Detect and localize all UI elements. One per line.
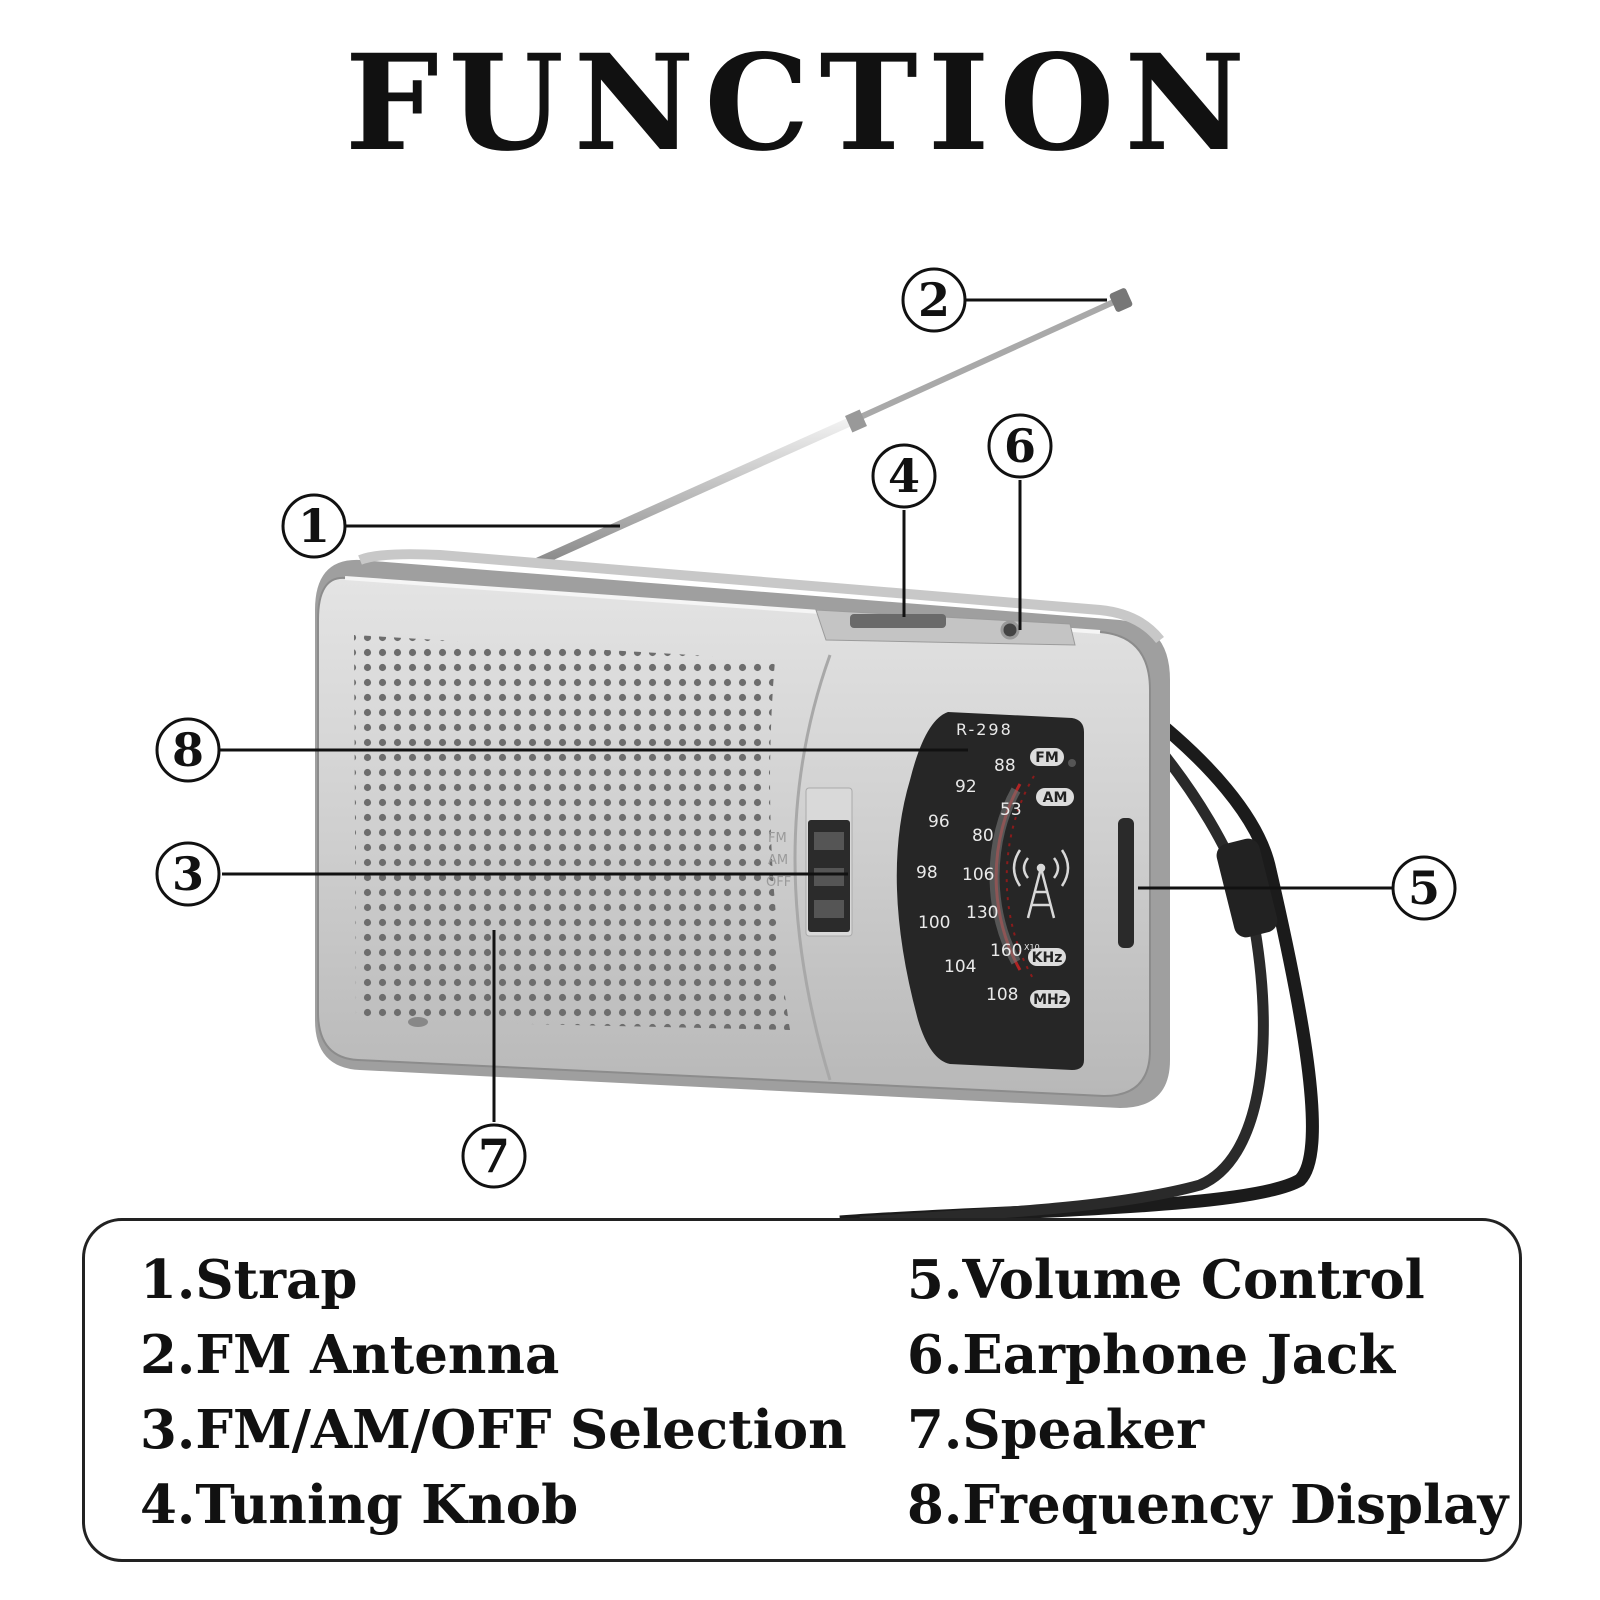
fm-scale-label: 108 (986, 985, 1018, 1005)
band-badge-label: MHz (1033, 992, 1067, 1008)
switch-label-am: AM (768, 853, 788, 868)
fm-scale-label: 104 (944, 957, 976, 977)
callout-number: 4 (888, 449, 920, 503)
fm-scale-label: 92 (955, 777, 977, 797)
legend-box: 1.Strap 2.FM Antenna 3.FM/AM/OFF Selecti… (82, 1218, 1522, 1562)
band-badge-label: FM (1035, 750, 1059, 766)
callout-badge-7: 7 (463, 1125, 525, 1187)
callout-badge-5: 5 (1393, 857, 1455, 919)
fm-scale-label: 98 (916, 863, 938, 883)
band-selector-switch[interactable] (806, 788, 852, 936)
fm-scale-label: 100 (918, 913, 950, 933)
band-badge-label: KHz (1032, 950, 1063, 966)
callout-badge-3: 3 (157, 843, 219, 905)
am-scale-label: 53 (1000, 800, 1022, 820)
callout-number: 5 (1408, 861, 1440, 915)
switch-label-off: OFF (766, 875, 791, 890)
legend-column-left: 1.Strap 2.FM Antenna 3.FM/AM/OFF Selecti… (140, 1243, 847, 1543)
fm-scale-label: 96 (928, 812, 950, 832)
legend-item-speaker: 7.Speaker (907, 1393, 1508, 1468)
speaker-grille (354, 635, 790, 1030)
legend-item-frequency-display: 8.Frequency Display (907, 1468, 1508, 1543)
am-scale-label: 130 (966, 903, 998, 923)
earphone-jack[interactable] (1002, 622, 1018, 638)
callout-number: 8 (172, 723, 204, 777)
tuning-knob[interactable] (850, 614, 946, 628)
band-badge-label: AM (1043, 790, 1068, 806)
callout-number: 2 (918, 273, 950, 327)
callout-badge-4: 4 (873, 445, 935, 507)
callout-badge-6: 6 (989, 415, 1051, 477)
legend-item-tuning-knob: 4.Tuning Knob (140, 1468, 847, 1543)
legend-column-right: 5.Volume Control 6.Earphone Jack 7.Speak… (907, 1243, 1508, 1543)
callout-badge-8: 8 (157, 719, 219, 781)
callout-number: 7 (478, 1129, 510, 1183)
model-label: R-298 (956, 720, 1013, 739)
fm-scale-label: 88 (994, 756, 1016, 776)
legend-item-strap: 1.Strap (140, 1243, 847, 1318)
volume-wheel[interactable] (1118, 818, 1134, 948)
am-scale-label: 80 (972, 826, 994, 846)
callout-badge-1: 1 (283, 495, 345, 557)
callout-number: 6 (1004, 419, 1036, 473)
am-scale-label: 160 (990, 941, 1022, 961)
legend-item-fm-antenna: 2.FM Antenna (140, 1318, 847, 1393)
callout-number: 3 (172, 847, 204, 901)
switch-label-fm: FM (768, 831, 787, 846)
legend-item-volume-control: 5.Volume Control (907, 1243, 1508, 1318)
callout-number: 1 (298, 499, 330, 553)
legend-item-selection: 3.FM/AM/OFF Selection (140, 1393, 847, 1468)
callout-badge-2: 2 (903, 269, 965, 331)
legend-item-earphone-jack: 6.Earphone Jack (907, 1318, 1508, 1393)
am-scale-label: 106 (962, 865, 994, 885)
